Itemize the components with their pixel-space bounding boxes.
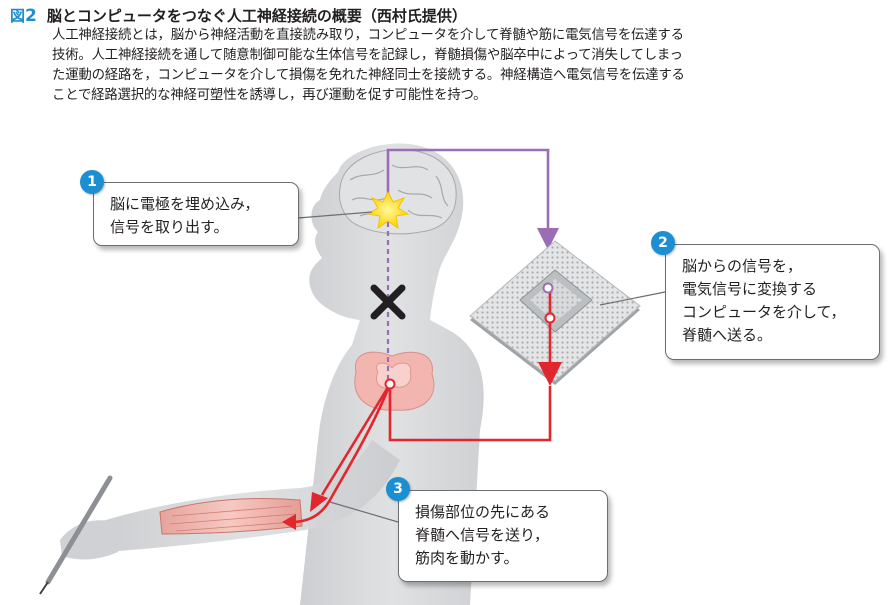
callout-2-line: 電気信号に変換する bbox=[682, 280, 818, 298]
stimulation-path bbox=[282, 288, 562, 530]
callout-1-pointer bbox=[297, 211, 373, 219]
callout-3-pointer bbox=[329, 501, 399, 523]
stimulation-arrowhead bbox=[538, 362, 562, 386]
muscle-arrowhead-lower bbox=[282, 514, 296, 530]
figure-number: 2 bbox=[25, 6, 37, 26]
callout-1-line: 脳に電極を埋め込み， bbox=[110, 195, 260, 213]
brain-signal-path bbox=[386, 148, 559, 250]
caption-line: 人工神経接続とは，脳から神経活動を直接読み取り，コンピュータを介して脊髄や筋に電… bbox=[52, 28, 684, 43]
callout-3: 損傷部位の先にある 脊髄へ信号を送り， 筋肉を動かす。 bbox=[398, 490, 608, 582]
figure-title: 脳とコンピュータをつなぐ人工神経接続の概要（西村氏提供） bbox=[46, 7, 467, 25]
callout-2-line: 脊髄へ送る。 bbox=[682, 326, 773, 344]
figure-label: 図2 bbox=[10, 6, 37, 26]
electrode-spark-icon bbox=[366, 190, 410, 230]
caption-line: ことで経路選択的な神経可塑性を誘導し，再び運動を促す可能性を持つ。 bbox=[52, 88, 487, 103]
callout-1: 脳に電極を埋め込み， 信号を取り出す。 bbox=[93, 182, 299, 246]
callout-2-pointer bbox=[599, 291, 666, 306]
chip-input-node bbox=[542, 282, 554, 294]
callout-3-number-badge: 3 bbox=[386, 477, 410, 501]
callout-2-number-badge: 2 bbox=[651, 231, 675, 255]
hand bbox=[60, 520, 118, 560]
callout-2-line: コンピュータを介して， bbox=[682, 303, 846, 321]
caption-line: 技術。人工神経接続を通して随意制御可能な生体信号を記録し，脊髄損傷や脳卒中によっ… bbox=[52, 48, 683, 63]
figure-header: 図2 脳とコンピュータをつなぐ人工神経接続の概要（西村氏提供） bbox=[10, 6, 880, 26]
callout-1-number-badge: 1 bbox=[80, 170, 104, 194]
callout-3-line: 脊髄へ信号を送り， bbox=[415, 526, 549, 544]
chip-output-node bbox=[544, 312, 556, 324]
figure-label-text: 図 bbox=[10, 7, 26, 25]
figure-caption: 人工神経接続とは，脳から神経活動を直接読み取り，コンピュータを介して脊髄や筋に電… bbox=[52, 26, 882, 106]
callout-2: 脳からの信号を， 電気信号に変換する コンピュータを介して， 脊髄へ送る。 bbox=[665, 244, 880, 360]
brain bbox=[339, 148, 457, 235]
callout-1-line: 信号を取り出す。 bbox=[110, 218, 229, 236]
figure-title-line: 図2 脳とコンピュータをつなぐ人工神経接続の概要（西村氏提供） bbox=[10, 6, 880, 26]
spinal-node bbox=[384, 378, 396, 390]
forearm-muscle bbox=[159, 498, 303, 535]
caption-line: た運動の経路を，コンピュータを介して損傷を免れた神経同士を接続する。神経構造へ電… bbox=[52, 68, 685, 83]
callout-3-line: 筋肉を動かす。 bbox=[415, 549, 519, 567]
pen bbox=[39, 475, 113, 595]
callout-3-line: 損傷部位の先にある bbox=[415, 503, 551, 521]
injury-mark-icon bbox=[370, 284, 406, 320]
computer-chip bbox=[469, 240, 641, 385]
callout-2-line: 脳からの信号を， bbox=[682, 257, 803, 275]
brain-signal-arrowhead bbox=[537, 228, 559, 250]
muscle-arrowhead-upper bbox=[310, 492, 328, 512]
